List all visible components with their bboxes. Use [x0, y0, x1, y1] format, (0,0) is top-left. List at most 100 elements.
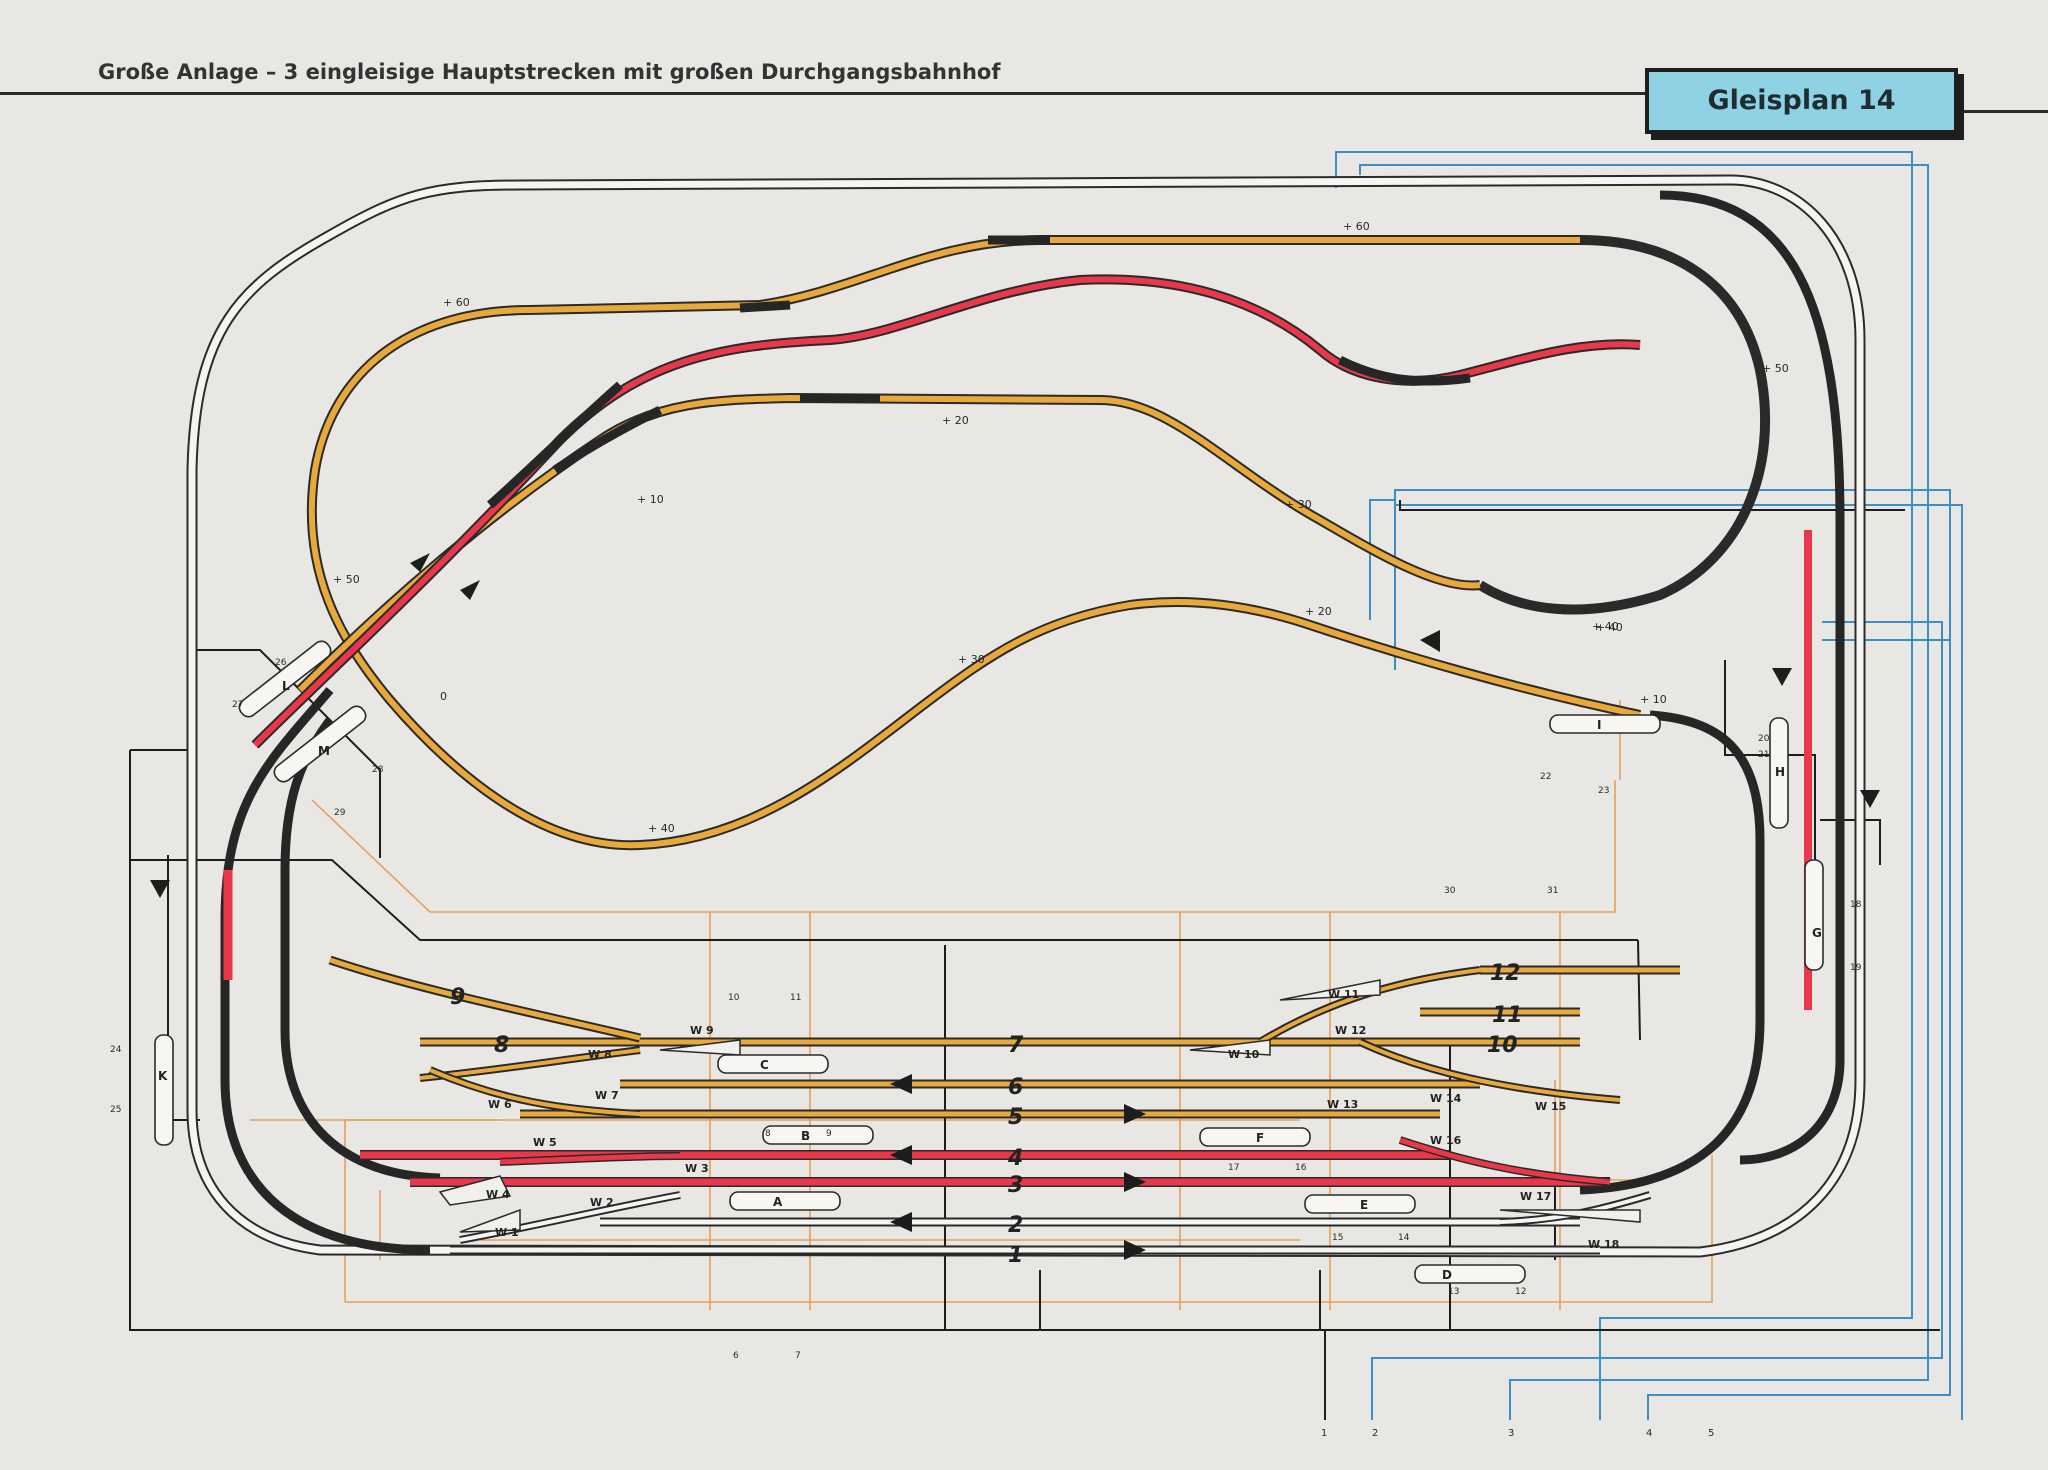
switch-label: W 11 [1328, 988, 1359, 1001]
terminal-label: 1 [1321, 1428, 1327, 1439]
track-number: 1 [1008, 1243, 1023, 1268]
terminal-label: 2 [1372, 1428, 1378, 1439]
wire-label: 6 [733, 1351, 739, 1361]
wire-label: 16 [1295, 1163, 1307, 1173]
switch-label: W 5 [533, 1136, 557, 1149]
elevation-label: + 40 [1592, 620, 1619, 633]
wire-label: 8 [765, 1129, 771, 1139]
track-number: 12 [1490, 961, 1521, 986]
terminal-label: 4 [1646, 1428, 1652, 1439]
switch-label: W 7 [595, 1089, 619, 1102]
elevation-label: 0 [440, 690, 447, 703]
switch-label: W 16 [1430, 1134, 1462, 1147]
switch-label: W 3 [685, 1162, 709, 1175]
switch-label: W 15 [1535, 1100, 1566, 1113]
wire-label: 28 [372, 765, 384, 775]
track-number-labels: 1 2 3 4 5 6 7 8 9 10 11 12 [450, 961, 1523, 1268]
direction-arrows [890, 1074, 1146, 1260]
wire-label: 17 [1228, 1163, 1239, 1173]
wire-label: 13 [1448, 1287, 1459, 1297]
switch-label: W 6 [488, 1098, 512, 1111]
wire-label: 19 [1850, 963, 1862, 973]
wire-label: 22 [1540, 772, 1551, 782]
panel-label: G [1812, 926, 1822, 940]
terminal-label: 5 [1708, 1428, 1714, 1439]
elevation-label: + 60 [1343, 220, 1370, 233]
platform-shapes [438, 979, 1641, 1233]
panel-label: M [318, 744, 330, 758]
switch-label: W 13 [1327, 1098, 1358, 1111]
yellow-mountain-line [296, 235, 1771, 851]
plan-badge: Gleisplan 14 [1645, 68, 1958, 134]
switch-label: W 1 [495, 1226, 519, 1239]
wire-label: 10 [728, 993, 740, 1003]
elevation-label: + 40 [1596, 621, 1623, 634]
track-number: 9 [450, 985, 465, 1010]
wire-label: 9 [826, 1129, 832, 1139]
elevation-label: + 60 [443, 296, 470, 309]
panel-label: I [1597, 718, 1601, 732]
switch-label: W 4 [486, 1188, 510, 1201]
wire-label: 29 [334, 808, 346, 818]
wire-label: 25 [110, 1105, 121, 1115]
wire-label: 20 [1758, 734, 1770, 744]
wire-label: 7 [795, 1351, 801, 1361]
wire-label: 12 [1515, 1287, 1526, 1297]
elevation-label: + 50 [1762, 362, 1789, 375]
elevation-label: + 50 [333, 573, 360, 586]
panel-label: K [158, 1069, 168, 1083]
panel-label: L [282, 679, 290, 693]
switch-label: W 12 [1335, 1024, 1366, 1037]
track-number: 6 [1008, 1075, 1023, 1100]
wire-label: 27 [232, 700, 243, 710]
track-number: 2 [1008, 1213, 1023, 1238]
wire-label: 11 [790, 993, 801, 1003]
terminal-label: 3 [1508, 1428, 1514, 1439]
switch-label: W 8 [588, 1048, 612, 1061]
outer-white-loop [186, 174, 1866, 1258]
switch-label: W 9 [690, 1024, 714, 1037]
panel-label: B [801, 1129, 810, 1143]
page-title: Große Anlage – 3 eingleisige Hauptstreck… [98, 60, 1001, 84]
panel-label: E [1360, 1198, 1368, 1212]
elevation-label: + 20 [942, 414, 969, 427]
elevation-label: 0 [1756, 995, 1763, 1008]
wire-label: 26 [275, 658, 287, 668]
wire-label: 24 [110, 1045, 122, 1055]
panel-label: F [1256, 1131, 1264, 1145]
wire-label: 31 [1547, 886, 1558, 896]
switch-label: W 18 [1588, 1238, 1619, 1251]
header-rule [0, 92, 1645, 95]
wire-label: 30 [1444, 886, 1456, 896]
control-panel-shapes [154, 640, 1824, 1284]
control-panel-labels: A B C D E F G H I K L M [158, 679, 1822, 1282]
track-number: 8 [494, 1033, 509, 1058]
switch-labels: W 1 W 2 W 3 W 4 W 5 W 6 W 7 W 8 W 9 W 10… [486, 988, 1619, 1251]
station-tracks [328, 955, 1680, 1255]
elevation-label: + 10 [1640, 693, 1667, 706]
track-number: 11 [1492, 1003, 1523, 1028]
elevation-label: + 30 [1285, 498, 1312, 511]
header-rule-right [1958, 110, 2048, 113]
elevation-label: + 40 [648, 822, 675, 835]
diodes [150, 553, 1880, 898]
track-number: 3 [1008, 1173, 1023, 1198]
track-number: 5 [1008, 1105, 1023, 1130]
track-number: 4 [1007, 1146, 1023, 1171]
track-number: 7 [1008, 1033, 1024, 1058]
red-line [251, 274, 1641, 749]
panel-label: D [1442, 1268, 1452, 1282]
wire-label: 23 [1598, 786, 1609, 796]
switch-label: W 10 [1228, 1048, 1260, 1061]
blue-wiring [1335, 151, 1963, 1420]
track-number: 10 [1487, 1033, 1518, 1058]
switch-label: W 17 [1520, 1190, 1551, 1203]
wire-label: 18 [1850, 900, 1862, 910]
switch-label: W 14 [1430, 1092, 1462, 1105]
panel-label: C [760, 1058, 769, 1072]
elevation-labels: + 60 + 60 + 50 + 50 + 20 + 10 + 30 + 40 … [333, 220, 1789, 1008]
panel-label: A [773, 1195, 783, 1209]
switch-label: W 2 [590, 1196, 614, 1209]
